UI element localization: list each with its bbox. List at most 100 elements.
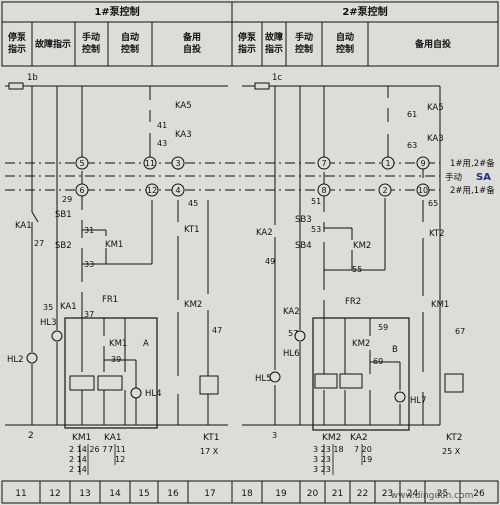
indicator-lamps xyxy=(26,330,406,403)
selector-contact-number: 12 xyxy=(147,186,157,195)
node-37: 37 xyxy=(84,310,94,319)
ref-km1: KM1 xyxy=(72,433,91,443)
pump1-col-header: 停泵指示 xyxy=(8,31,27,55)
bottom-ref-separators xyxy=(79,444,363,475)
selector-row2: 手动 xyxy=(445,172,463,183)
bus-1b: 1b xyxy=(27,73,38,83)
footer-column-number: 20 xyxy=(307,489,319,499)
node-29: 29 xyxy=(62,195,72,204)
selector-contact-circle xyxy=(317,183,331,197)
selector-contact-number: 10 xyxy=(418,186,428,195)
footer-column-number: 14 xyxy=(109,489,121,499)
label-ka2-mid: KA2 xyxy=(283,307,300,317)
selector-contact-number: 11 xyxy=(145,159,155,168)
selector-contact-number: 8 xyxy=(321,186,326,195)
footer-column-number: 15 xyxy=(138,489,149,499)
ref-km2: KM2 xyxy=(322,433,341,443)
footer-column-number: 13 xyxy=(79,489,90,499)
footer-column-number: 26 xyxy=(473,489,485,499)
footer-column-number: 17 xyxy=(204,489,215,499)
selector-contact-number: 9 xyxy=(420,159,425,168)
label-km1b: KM1 xyxy=(109,339,127,349)
selector-contact-number: 2 xyxy=(382,186,387,195)
node-63: 63 xyxy=(407,141,417,150)
label-fr2: FR2 xyxy=(345,297,361,307)
selector-contact-number: 6 xyxy=(79,186,84,195)
label-ka5: KA5 xyxy=(175,101,192,111)
selector-contact-circle xyxy=(416,183,430,197)
node-33: 33 xyxy=(84,260,94,269)
ref-ka-left: 3 xyxy=(272,431,277,440)
ref-ka1-row2: 12 xyxy=(115,455,125,464)
label-ka3: KA3 xyxy=(175,130,192,140)
ref-ka2-row2: 19 xyxy=(362,455,372,464)
header-columns: 停泵指示故障指示手动控制自动控制备用自投停泵指示故障指示手动控制自动控制备用自投 xyxy=(8,31,451,55)
selector-contact-number: 1 xyxy=(385,159,390,168)
label-km1c: KM1 xyxy=(431,300,449,310)
ref-col2: 2 xyxy=(28,431,34,441)
pump2-title: 2#泵控制 xyxy=(342,5,387,18)
ref-km2-row2: 3 23 xyxy=(313,455,331,464)
selector-contact-circle xyxy=(75,156,89,170)
footer-column-number: 24 xyxy=(407,489,419,499)
node-53: 53 xyxy=(311,225,321,234)
selector-row3: 2#用,1#备 xyxy=(450,185,495,196)
selector-contact-number: 5 xyxy=(79,159,84,168)
label-km2: KM2 xyxy=(184,300,202,310)
node-57: 57 xyxy=(288,329,298,338)
footer-column-number: 11 xyxy=(15,489,26,499)
pump2-col-header: 故障指示 xyxy=(265,31,283,55)
node-35: 35 xyxy=(43,303,53,312)
selector-contact-circle xyxy=(145,183,159,197)
node-61: 61 xyxy=(407,110,417,119)
label-km2b: KM2 xyxy=(353,241,371,251)
node-27: 27 xyxy=(34,239,44,248)
header-table xyxy=(1,1,499,67)
footer-column-number: 16 xyxy=(167,489,179,499)
footer-table xyxy=(1,480,499,504)
pump1-col-header: 备用自投 xyxy=(182,31,201,55)
selector-contact-circle xyxy=(171,183,185,197)
node-65: 65 xyxy=(428,199,438,208)
label-kt1: KT1 xyxy=(184,225,200,235)
node-69: 69 xyxy=(373,357,383,366)
bottom-references: 2 KM1 KA1 KT1 KM2 KA2 KT2 2 14 26 7 2 14… xyxy=(28,431,462,474)
selector-contact-circle xyxy=(381,156,395,170)
ref-ka2: KA2 xyxy=(350,433,368,443)
pump1-col-header: 自动控制 xyxy=(121,31,139,55)
selector-contact-number: 7 xyxy=(321,159,326,168)
label-box-a: A xyxy=(143,339,149,349)
footer-column-number: 19 xyxy=(275,489,287,499)
selector-contact-circle xyxy=(171,156,185,170)
footer-column-number: 23 xyxy=(382,489,393,499)
node-39: 39 xyxy=(111,355,121,364)
footer-column-number: 25 xyxy=(437,489,448,499)
label-hl3: HL3 xyxy=(40,318,57,328)
ref-kt2-row: 25 X xyxy=(442,447,461,456)
selector-contact-number: 3 xyxy=(175,159,180,168)
label-sb3: SB3 xyxy=(295,215,312,225)
pump2-col-header: 手动控制 xyxy=(295,31,313,55)
label-km2c: KM2 xyxy=(352,339,370,349)
label-hl4: HL4 xyxy=(145,389,162,399)
pump2-col-header: 停泵指示 xyxy=(238,31,257,55)
label-sb1: SB1 xyxy=(55,210,72,220)
selector-contact-circle xyxy=(75,183,89,197)
pump1-title: 1#泵控制 xyxy=(94,5,139,18)
node-41: 41 xyxy=(157,121,167,130)
selector-switch-lines xyxy=(5,162,440,191)
selector-contact-circle xyxy=(317,156,331,170)
label-hl2: HL2 xyxy=(7,355,24,365)
label-ka2: KA2 xyxy=(256,228,273,238)
bus-1c: 1c xyxy=(272,73,282,83)
node-55: 55 xyxy=(352,265,362,274)
label-box-b: B xyxy=(392,345,398,355)
node-59: 59 xyxy=(378,323,388,332)
node-45: 45 xyxy=(188,199,198,208)
node-49: 49 xyxy=(265,257,275,266)
ref-kt1: KT1 xyxy=(203,433,219,443)
label-ka5b: KA5 xyxy=(427,103,444,113)
selector-contact-circle xyxy=(416,156,430,170)
